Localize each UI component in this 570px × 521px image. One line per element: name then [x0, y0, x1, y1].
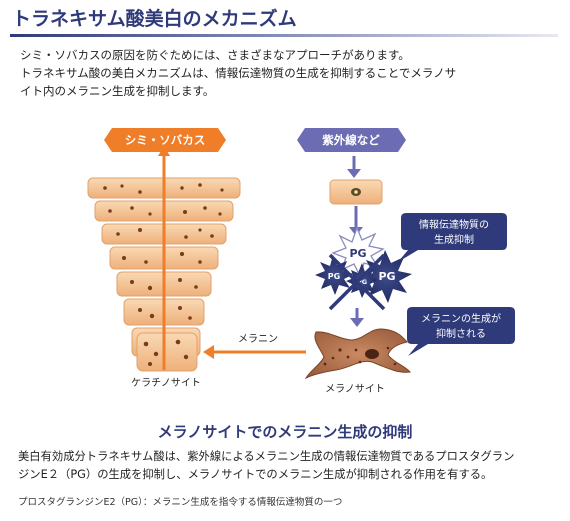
melanocyte-label: メラノサイト [325, 383, 385, 395]
intro-line-1: シミ・ソバカスの原因を防ぐためには、さまざまなアプローチがあります。 [20, 48, 410, 62]
title-divider [10, 34, 558, 37]
callout-pg-inhibition: 情報伝達物質の 生成抑制 [398, 213, 507, 262]
pg-to-melanocyte-arrow [350, 308, 364, 327]
callout-top-line-2: 生成抑制 [434, 233, 474, 246]
pg-burst-left: PG [315, 255, 354, 295]
explanation-text: 美白有効成分トラネキサム酸は、紫外線によるメラニン生成の情報伝達物質であるプロス… [18, 448, 558, 484]
melanin-granules [103, 183, 224, 366]
callout-melanin-inhibition: メラニンの生成が 抑制される [407, 307, 515, 356]
section-subtitle: メラノサイトでのメラニン生成の抑制 [157, 423, 413, 441]
pg-label-right: PG [378, 270, 395, 283]
uv-label: 紫外線など [322, 133, 380, 147]
explanation-line-1: 美白有効成分トラネキサム酸は、紫外線によるメラニン生成の情報伝達物質であるプロス… [18, 450, 515, 463]
pg-burst-center: PG [346, 263, 378, 298]
pg-label-center: PG [357, 278, 367, 286]
spots-label: シミ・ソバカス [125, 133, 206, 147]
explanation-line-2: ジンE２（PG）の生成を抑制し、メラノサイトでのメラニン生成が抑制される作用を有… [18, 468, 493, 481]
uv-arrow [347, 156, 361, 178]
melanin-label: メラニン [238, 333, 278, 345]
footnote: プロスタグランジンE2（PG）：メラニン生成を指令する情報伝達物質の一つ [18, 497, 343, 508]
callout-bottom-line-2: 抑制される [436, 327, 486, 340]
uv-label-box: 紫外線など [297, 128, 406, 152]
keratinocyte-layer-8 [136, 332, 198, 372]
intro-line-2: トラネキサム酸の美白メカニズムは、情報伝達物質の生成を抑制することでメラノサ [20, 66, 457, 80]
callout-bottom-line-1: メラニンの生成が [421, 312, 501, 325]
intro-text: シミ・ソバカスの原因を防ぐためには、さまざまなアプローチがあります。 トラネキサ… [20, 46, 560, 100]
keratinocyte-stack [87, 177, 241, 372]
pg-label-top: PG [349, 247, 366, 260]
pg-burst-right: PG [360, 250, 412, 303]
intro-line-3: イト内のメラニン生成を抑制します。 [20, 84, 215, 98]
melanocyte [304, 328, 411, 380]
mechanism-diagram: シミ・ソバカス 紫外線など PG PG PG PG [87, 128, 515, 395]
pg-label-left: PG [328, 272, 340, 281]
callout-top-line-1: 情報伝達物質の [419, 218, 489, 231]
inhibition-x-mark [328, 253, 386, 311]
keratinocyte-label: ケラチノサイト [131, 377, 201, 389]
page-title: トラネキサム酸美白のメカニズム [12, 8, 297, 30]
spots-label-box: シミ・ソバカス [104, 128, 226, 152]
melanin-transfer-arrow [203, 345, 306, 359]
uv-target-cell [329, 179, 383, 205]
